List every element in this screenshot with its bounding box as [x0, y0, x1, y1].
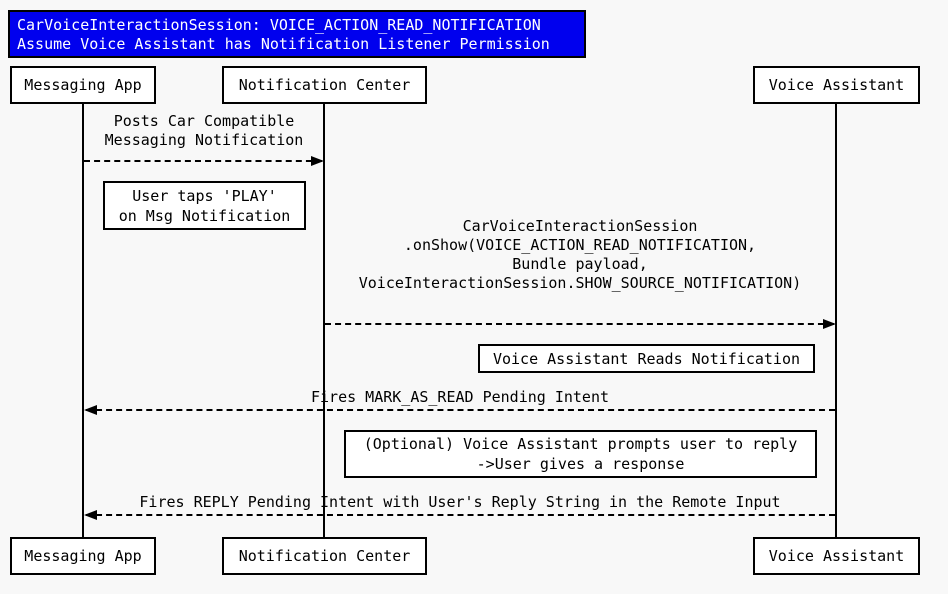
- participant-messaging-app-bottom: Messaging App: [10, 537, 156, 575]
- message-label-posts-notification: Posts Car Compatible Messaging Notificat…: [84, 112, 324, 150]
- arrow-line: [84, 160, 322, 162]
- arrowhead-left-icon: [84, 510, 97, 520]
- participant-messaging-app-top: Messaging App: [10, 66, 156, 104]
- note-reads-notification: Voice Assistant Reads Notification: [478, 344, 815, 373]
- arrow-reply-intent: [84, 510, 835, 520]
- diagram-title-line-1: CarVoiceInteractionSession: VOICE_ACTION…: [17, 16, 541, 34]
- participant-notification-center-top: Notification Center: [222, 66, 427, 104]
- participant-voice-assistant-top: Voice Assistant: [753, 66, 920, 104]
- note-line: on Msg Notification: [118, 206, 291, 225]
- note-line: ->User gives a response: [476, 455, 685, 473]
- message-line: Posts Car Compatible: [113, 112, 295, 130]
- note-line: User taps 'PLAY': [132, 186, 277, 205]
- arrow-posts-notification: [84, 156, 324, 166]
- arrowhead-right-icon: [311, 156, 324, 166]
- arrow-line: [86, 409, 835, 411]
- note-user-taps-play: User taps 'PLAY' on Msg Notification: [103, 181, 306, 230]
- diagram-title-line-2: Assume Voice Assistant has Notification …: [17, 35, 550, 53]
- note-line: (Optional) Voice Assistant prompts user …: [363, 435, 798, 453]
- message-line: CarVoiceInteractionSession: [462, 217, 698, 235]
- note-optional-reply-prompt: (Optional) Voice Assistant prompts user …: [344, 430, 817, 478]
- message-label-reply-intent: Fires REPLY Pending Intent with User's R…: [85, 493, 835, 512]
- arrowhead-left-icon: [84, 405, 97, 415]
- arrow-mark-as-read: [84, 405, 835, 415]
- arrow-onshow: [325, 319, 836, 329]
- message-label-onshow: CarVoiceInteractionSession .onShow(VOICE…: [330, 217, 830, 293]
- note-line: Voice Assistant Reads Notification: [492, 349, 801, 368]
- message-line: Bundle payload,: [512, 255, 648, 273]
- message-line: Fires MARK_AS_READ Pending Intent: [310, 388, 609, 406]
- lifeline-messaging-app: [82, 104, 84, 537]
- lifeline-voice-assistant: [835, 104, 837, 537]
- message-line: VoiceInteractionSession.SHOW_SOURCE_NOTI…: [358, 274, 802, 292]
- diagram-title: CarVoiceInteractionSession: VOICE_ACTION…: [8, 10, 586, 58]
- message-line: Fires REPLY Pending Intent with User's R…: [139, 493, 781, 511]
- arrowhead-right-icon: [823, 319, 836, 329]
- message-label-mark-as-read: Fires MARK_AS_READ Pending Intent: [85, 388, 835, 407]
- lifeline-notification-center: [323, 104, 325, 537]
- arrow-line: [86, 514, 835, 516]
- arrow-line: [325, 323, 834, 325]
- message-line: Messaging Notification: [104, 131, 304, 149]
- participant-voice-assistant-bottom: Voice Assistant: [753, 537, 920, 575]
- participant-notification-center-bottom: Notification Center: [222, 537, 427, 575]
- message-line: .onShow(VOICE_ACTION_READ_NOTIFICATION,: [403, 236, 757, 254]
